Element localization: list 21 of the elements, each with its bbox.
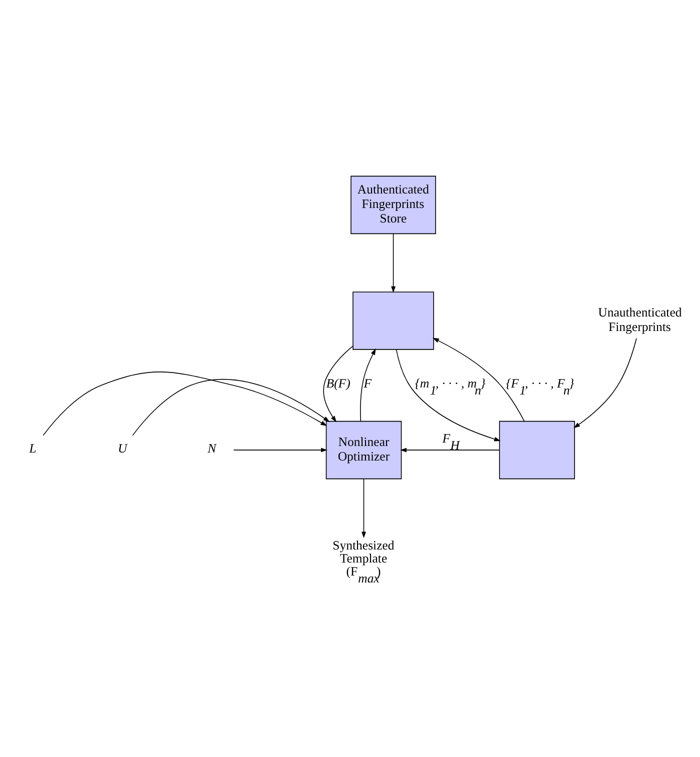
arrow [233, 447, 328, 452]
node-box: Nonlinear Optimizer [326, 420, 402, 479]
node-text: Unauthenticated Fingerprints [598, 305, 682, 334]
edge-label: B(F) [326, 376, 350, 390]
edge-label: F [364, 376, 372, 390]
node-text: L [29, 440, 36, 455]
arrow [323, 345, 354, 422]
arrow [362, 478, 366, 538]
arrow [132, 378, 330, 436]
node-box [352, 291, 434, 350]
arrow [391, 233, 396, 292]
arrow [42, 371, 328, 436]
arrow [396, 348, 501, 441]
arrow [400, 447, 500, 452]
arrow [360, 348, 376, 422]
node-text: U [118, 440, 128, 455]
node-text: N [208, 440, 216, 455]
arrow [574, 337, 637, 428]
node-box [499, 420, 575, 479]
node-box: Authenticated Fingerprints Store [350, 175, 436, 234]
arrow [432, 337, 525, 422]
